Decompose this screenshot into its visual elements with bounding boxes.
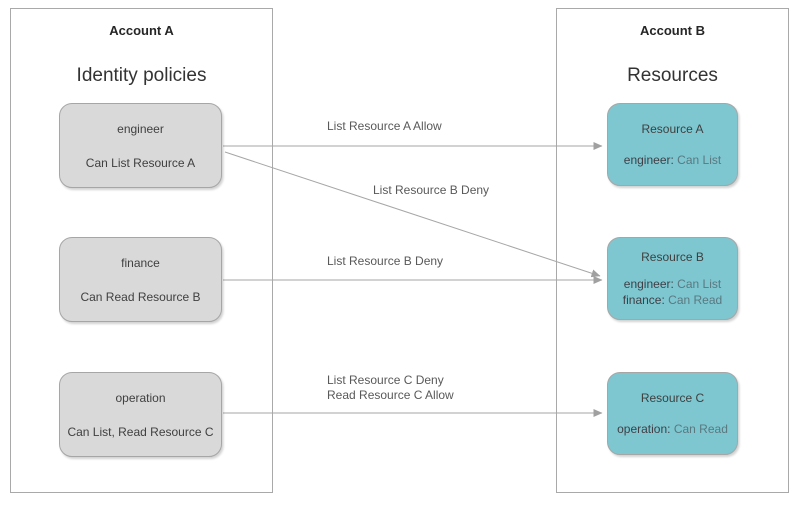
resource-b-perm-finance: finance: Can Read (623, 292, 722, 308)
policy-node-operation-permission: Can List, Read Resource C (67, 424, 214, 439)
policy-node-finance: finance Can Read Resource B (59, 237, 222, 322)
perm-role: operation: (617, 421, 671, 436)
account-b-subtitle: Resources (627, 65, 718, 86)
perm-value: Can Read (673, 421, 728, 436)
resource-node-b: Resource B engineer: Can List finance: C… (607, 237, 738, 320)
arrow-label-list-resource-b-deny: List Resource B Deny (327, 254, 444, 268)
resource-b-perm-engineer: engineer: Can List (624, 276, 721, 292)
arrow-label-resource-c: List Resource C Deny Read Resource C All… (327, 373, 454, 403)
resource-node-c: Resource C operation: Can Read (607, 372, 738, 455)
resource-a-perm-engineer: engineer: Can List (624, 152, 721, 168)
resource-node-a: Resource A engineer: Can List (607, 103, 738, 186)
perm-role: engineer: (623, 276, 674, 291)
policy-node-operation-title: operation (115, 390, 166, 405)
policy-node-finance-permission: Can Read Resource B (80, 289, 201, 304)
account-a-title: Account A (109, 23, 174, 38)
perm-value: Can Read (668, 292, 723, 307)
perm-role: finance: (622, 292, 665, 307)
resource-node-c-title: Resource C (640, 390, 705, 405)
policy-node-engineer-permission: Can List Resource A (85, 155, 196, 170)
policy-node-operation: operation Can List, Read Resource C (59, 372, 222, 457)
arrow-label-list-resource-a-allow: List Resource A Allow (327, 119, 442, 133)
resource-node-b-title: Resource B (641, 249, 704, 264)
resource-c-perm-operation: operation: Can Read (617, 421, 728, 437)
policy-node-engineer: engineer Can List Resource A (59, 103, 222, 188)
perm-role: engineer: (623, 152, 674, 167)
resource-node-a-title: Resource A (641, 121, 704, 136)
policy-node-engineer-title: engineer (117, 121, 164, 136)
account-b-title: Account B (640, 23, 705, 38)
arrow-label-read-resource-c-allow: Read Resource C Allow (327, 388, 454, 402)
arrow-label-list-resource-c-deny: List Resource C Deny (327, 373, 444, 387)
perm-value: Can List (677, 276, 722, 291)
policy-node-finance-title: finance (121, 255, 160, 270)
perm-value: Can List (677, 152, 722, 167)
account-a-subtitle: Identity policies (76, 65, 207, 86)
arrow-label-list-resource-b-deny-diagonal: List Resource B Deny (373, 183, 490, 197)
